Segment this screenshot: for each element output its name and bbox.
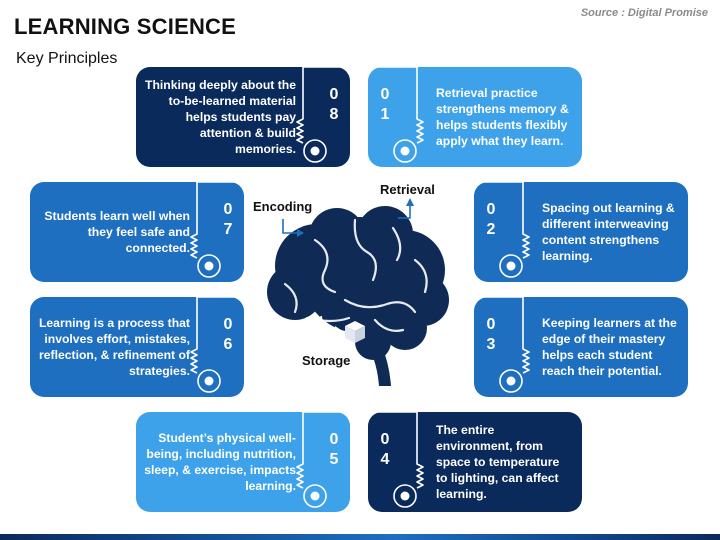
principle-card-05: Student’s physical well-being, including… bbox=[136, 410, 350, 514]
key-icon bbox=[476, 295, 532, 399]
principle-card-01: Retrieval practice strengthens memory & … bbox=[368, 65, 582, 169]
principle-text: Spacing out learning & different interwe… bbox=[542, 201, 675, 263]
principle-card-06: Learning is a process that involves effo… bbox=[30, 295, 244, 399]
page-title: LEARNING SCIENCE bbox=[14, 14, 236, 39]
principle-card-04: The entire environment, from space to te… bbox=[368, 410, 582, 514]
key-icon bbox=[294, 65, 350, 169]
principle-text: Thinking deeply about the to-be-learned … bbox=[145, 78, 296, 156]
key-icon bbox=[370, 410, 426, 514]
retrieval-label: Retrieval bbox=[380, 182, 435, 197]
principle-text: The entire environment, from space to te… bbox=[436, 423, 560, 501]
page-subtitle: Key Principles bbox=[16, 50, 118, 67]
cube-icon bbox=[345, 321, 365, 343]
source-note: Source : Digital Promise bbox=[580, 7, 708, 19]
footer-bar bbox=[0, 534, 720, 540]
principle-text: Keeping learners at the edge of their ma… bbox=[542, 316, 677, 378]
principle-text: Students learn well when they feel safe … bbox=[44, 209, 190, 255]
encoding-arrow-icon bbox=[282, 219, 304, 237]
key-icon bbox=[476, 180, 532, 284]
key-icon bbox=[294, 410, 350, 514]
principle-text: Learning is a process that involves effo… bbox=[38, 316, 190, 378]
key-icon bbox=[370, 65, 426, 169]
principle-text: Retrieval practice strengthens memory & … bbox=[436, 86, 569, 148]
principle-card-02: Spacing out learning & different interwe… bbox=[474, 180, 688, 284]
key-icon bbox=[188, 180, 244, 284]
principle-text: Student’s physical well-being, including… bbox=[144, 431, 296, 493]
brain-icon bbox=[267, 206, 449, 386]
principle-card-03: Keeping learners at the edge of their ma… bbox=[474, 295, 688, 399]
retrieval-arrow-icon bbox=[398, 198, 414, 219]
principle-card-07: Students learn well when they feel safe … bbox=[30, 180, 244, 284]
principle-card-08: Thinking deeply about the to-be-learned … bbox=[136, 65, 350, 169]
key-icon bbox=[188, 295, 244, 399]
encoding-label: Encoding bbox=[253, 199, 313, 214]
storage-label: Storage bbox=[302, 353, 351, 368]
